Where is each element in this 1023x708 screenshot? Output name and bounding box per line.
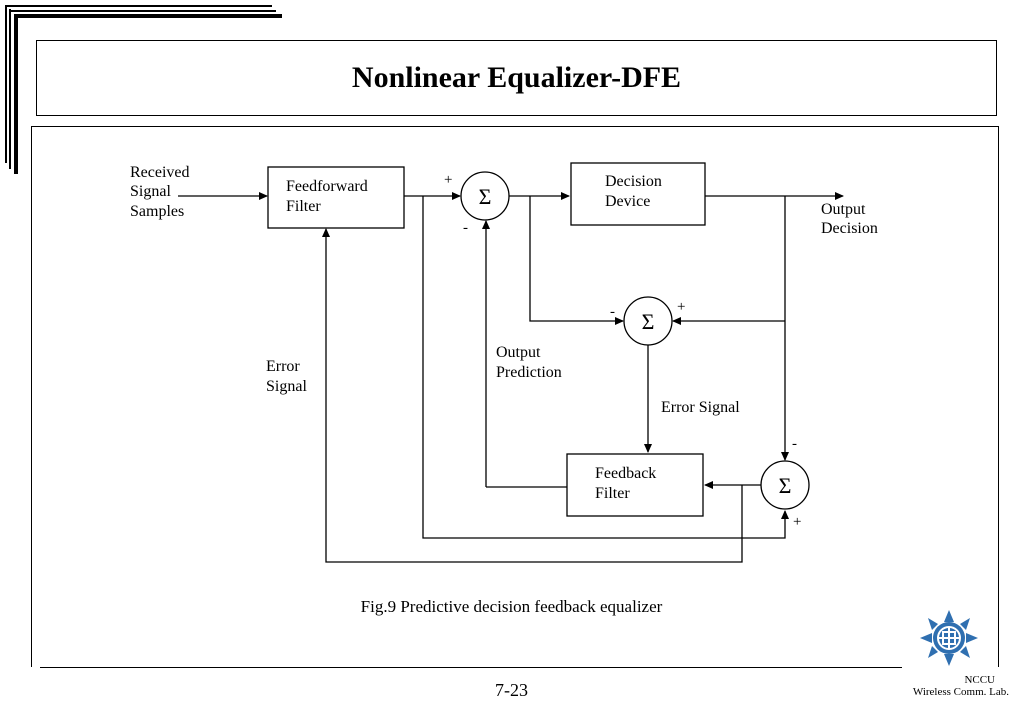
feedback-label-1: Feedback [595,465,656,482]
error-signal-left-2: Signal [266,378,307,395]
slide-title: Nonlinear Equalizer-DFE [351,61,682,94]
figure-caption: Fig.9 Predictive decision feedback equal… [360,597,663,616]
sign-s2-minus: - [610,304,615,320]
corner-bar-v1 [5,5,7,163]
org-credit: NCCU Wireless Comm. Lab. [913,674,1009,698]
feedback-filter-block [566,453,704,517]
output-decision-label-1: Output [821,201,866,218]
input-label-1: Received [130,164,190,181]
feedback-label-2: Filter [595,485,630,502]
summer-2-symbol: Σ [642,309,655,334]
sign-s2-plus: + [677,299,685,315]
wire-s1-tap-to-s2 [529,196,624,325]
output-prediction-1: Output [496,344,541,361]
title-box: Nonlinear Equalizer-DFE [36,40,997,116]
output-decision-label-2: Decision [821,220,878,237]
decision-label-2: Device [605,193,650,210]
output-prediction-2: Prediction [496,364,562,381]
corner-bar-h1 [6,5,272,7]
sign-s3-plus: + [793,514,801,530]
bottom-rule [40,667,902,668]
error-signal-left-1: Error [266,358,300,375]
sign-s1-plus: + [444,172,452,188]
error-signal-mid: Error Signal [661,399,740,416]
summer-1-symbol: Σ [479,184,492,209]
org-lab: Wireless Comm. Lab. [912,686,1009,698]
input-label-2: Signal [130,183,171,200]
summer-3-symbol: Σ [779,473,792,498]
content-frame [31,126,999,667]
decision-label-1: Decision [605,173,662,190]
corner-bar-v3 [14,14,18,174]
page-number: 7-23 [495,680,528,700]
corner-bar-h2 [10,10,276,12]
corner-bar-v2 [9,9,11,169]
feedforward-label-2: Filter [286,198,321,215]
sign-s3-minus: - [792,436,797,452]
feedforward-filter-block [267,166,405,229]
feedforward-label-1: Feedforward [286,178,368,195]
input-label-3: Samples [130,203,184,220]
wire-error-to-ff [322,228,743,563]
decision-device-block [570,162,706,226]
org-name: NCCU [964,674,995,686]
university-logo-icon [920,610,978,666]
sign-s1-minus: - [463,220,468,236]
corner-bar-h3 [14,14,282,18]
wire-ff-tap-to-s3 [422,196,789,539]
